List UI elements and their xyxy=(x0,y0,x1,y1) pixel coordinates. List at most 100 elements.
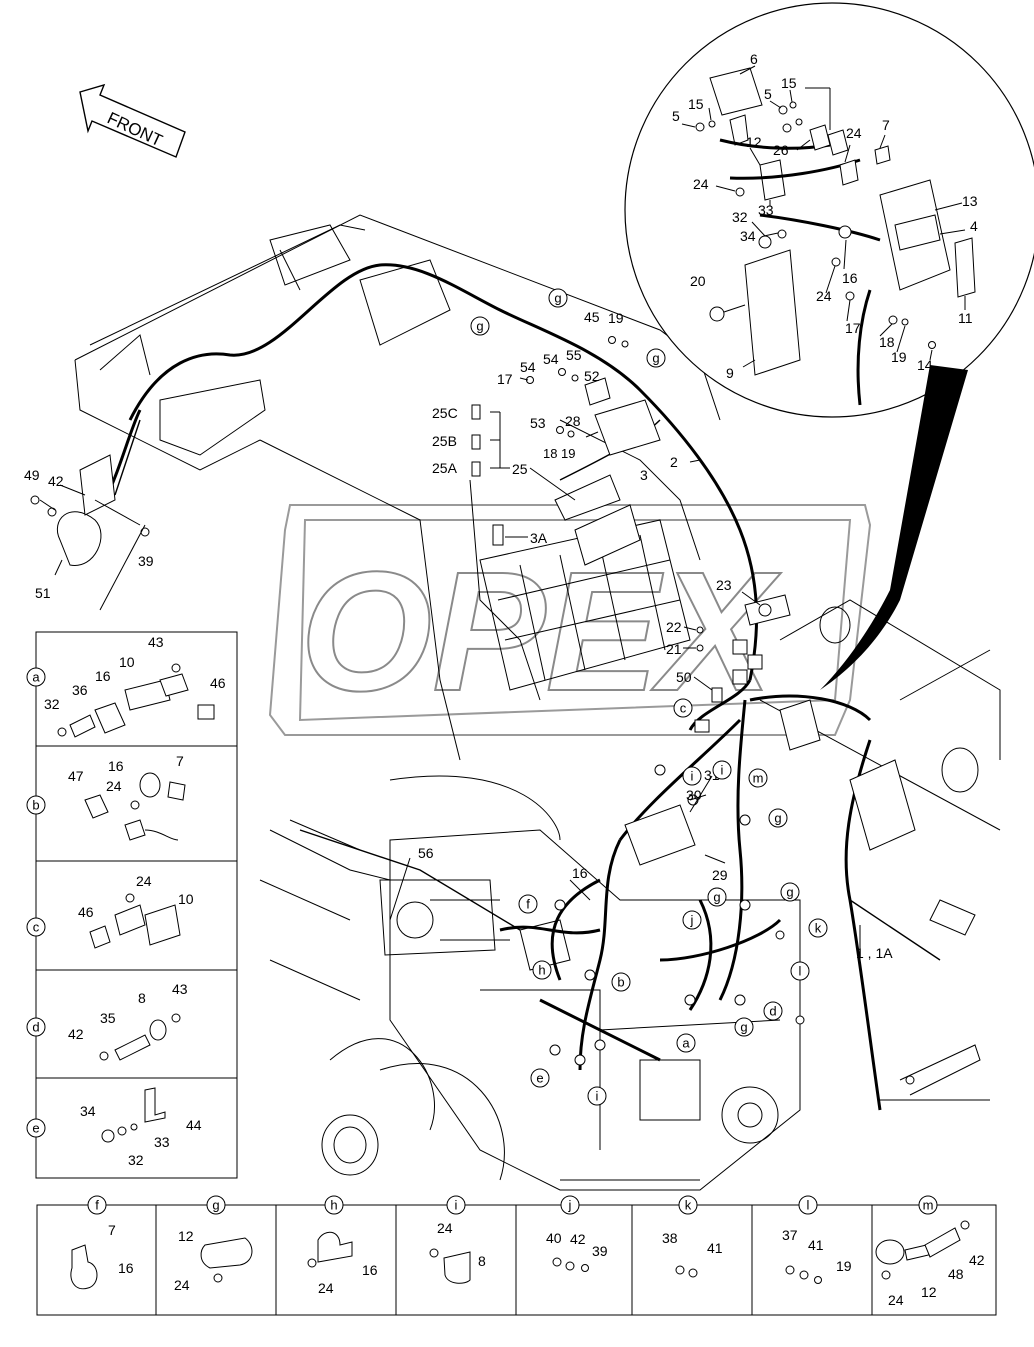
svg-text:g: g xyxy=(652,351,659,366)
svg-text:37: 37 xyxy=(782,1227,798,1243)
callout-j: j xyxy=(682,910,702,930)
callout-g: g xyxy=(646,348,666,368)
svg-text:24: 24 xyxy=(888,1292,904,1308)
label-1-1a: 1 , 1A xyxy=(856,945,893,961)
front-direction-arrow: FRONT xyxy=(79,83,186,158)
panel-j: j 40 42 39 xyxy=(546,1195,608,1272)
callout-d: d xyxy=(763,1001,783,1021)
label-51: 51 xyxy=(35,585,51,601)
svg-text:m: m xyxy=(753,771,764,786)
inset-label-16: 16 xyxy=(842,270,858,286)
inset-label-32: 32 xyxy=(732,209,748,225)
svg-text:i: i xyxy=(596,1089,599,1104)
flasher-unit xyxy=(709,67,763,116)
svg-text:h: h xyxy=(538,963,545,978)
callout-c: c xyxy=(673,698,693,718)
label-54b: 54 xyxy=(543,351,559,367)
panel-a: a 43 10 16 36 32 46 xyxy=(26,634,226,738)
callout-a: a xyxy=(676,1033,696,1053)
inset-label-5: 5 xyxy=(672,108,680,124)
inset-label-11: 11 xyxy=(958,310,973,326)
svg-text:12: 12 xyxy=(178,1228,194,1244)
svg-text:a: a xyxy=(682,1036,690,1051)
inset-label-18: 18 xyxy=(879,334,895,350)
callout-l: l xyxy=(790,961,810,981)
label-25a: 25A xyxy=(432,460,458,476)
label-45: 45 xyxy=(584,309,600,325)
callout-i: i xyxy=(712,760,732,780)
label-42: 42 xyxy=(48,473,64,489)
label-30: 30 xyxy=(686,787,702,803)
main-labels: 49 42 39 51 25C 25B 25A 25 3 3A 2 17 54 … xyxy=(24,309,893,961)
callout-g: g xyxy=(768,808,788,828)
cover xyxy=(744,249,801,376)
svg-text:47: 47 xyxy=(68,768,84,784)
svg-text:i: i xyxy=(721,763,724,778)
svg-text:46: 46 xyxy=(210,675,226,691)
callout-g: g xyxy=(780,882,800,902)
inset-label-15: 15 xyxy=(688,96,704,112)
svg-text:j: j xyxy=(690,913,694,928)
label-25c: 25C xyxy=(432,405,458,421)
panel-m: m 42 48 24 12 xyxy=(875,1195,985,1308)
inset-label-6: 6 xyxy=(750,51,758,67)
svg-text:g: g xyxy=(212,1198,219,1213)
inset-label-19: 19 xyxy=(891,349,907,365)
inset-detail xyxy=(624,2,1034,690)
svg-text:24: 24 xyxy=(106,778,122,794)
inset-label-9: 9 xyxy=(726,365,734,381)
inset-label-20: 20 xyxy=(690,273,706,289)
svg-text:8: 8 xyxy=(138,990,146,1006)
svg-text:19: 19 xyxy=(836,1258,852,1274)
panel-e: e 34 44 33 32 xyxy=(26,1087,202,1168)
callout-g: g xyxy=(470,316,490,336)
label-25: 25 xyxy=(512,461,528,477)
svg-text:k: k xyxy=(815,921,822,936)
svg-text:i: i xyxy=(691,769,694,784)
svg-text:16: 16 xyxy=(95,668,111,684)
callout-i: i xyxy=(682,766,702,786)
inset-label-7: 7 xyxy=(882,117,890,133)
label-23: 23 xyxy=(716,577,732,593)
inset-label-33: 33 xyxy=(758,202,774,218)
callout-i: i xyxy=(587,1086,607,1106)
svg-text:g: g xyxy=(554,291,561,306)
inset-label-24: 24 xyxy=(816,288,832,304)
svg-text:16: 16 xyxy=(362,1262,378,1278)
inset-label-24: 24 xyxy=(846,125,862,141)
panel-f: f 7 16 xyxy=(70,1195,134,1290)
inset-label-12: 12 xyxy=(746,134,762,150)
callout-k: k xyxy=(808,918,828,938)
svg-text:a: a xyxy=(32,670,40,685)
panel-k: k 38 41 xyxy=(662,1195,723,1278)
main-parts xyxy=(30,336,916,1085)
label-50: 50 xyxy=(676,669,692,685)
label-3a: 3A xyxy=(530,530,548,546)
svg-text:h: h xyxy=(330,1198,337,1213)
inset-label-26: 26 xyxy=(773,142,789,158)
label-21: 21 xyxy=(666,641,682,657)
label-39: 39 xyxy=(138,553,154,569)
panel-d: d 8 43 35 42 xyxy=(26,981,188,1061)
callout-b: b xyxy=(611,972,631,992)
svg-text:8: 8 xyxy=(478,1253,486,1269)
svg-text:24: 24 xyxy=(174,1277,190,1293)
svg-text:f: f xyxy=(526,897,530,912)
horn xyxy=(56,511,102,566)
svg-text:33: 33 xyxy=(154,1134,170,1150)
inset-label-15: 15 xyxy=(781,75,797,91)
left-detail-panels: a 43 10 16 36 32 46 b 16 7 47 xyxy=(26,524,238,1179)
svg-text:24: 24 xyxy=(318,1280,334,1296)
svg-text:l: l xyxy=(799,964,802,979)
svg-text:10: 10 xyxy=(178,891,194,907)
label-28: 28 xyxy=(565,413,581,429)
svg-text:g: g xyxy=(476,319,483,334)
label-55: 55 xyxy=(566,347,582,363)
panel-g: g 12 24 xyxy=(174,1195,253,1293)
svg-text:24: 24 xyxy=(136,873,152,889)
svg-text:c: c xyxy=(680,701,687,716)
callout-g: g xyxy=(734,1017,754,1037)
label-16: 16 xyxy=(572,865,588,881)
svg-text:39: 39 xyxy=(592,1243,608,1259)
label-19b: 19 xyxy=(561,446,575,461)
